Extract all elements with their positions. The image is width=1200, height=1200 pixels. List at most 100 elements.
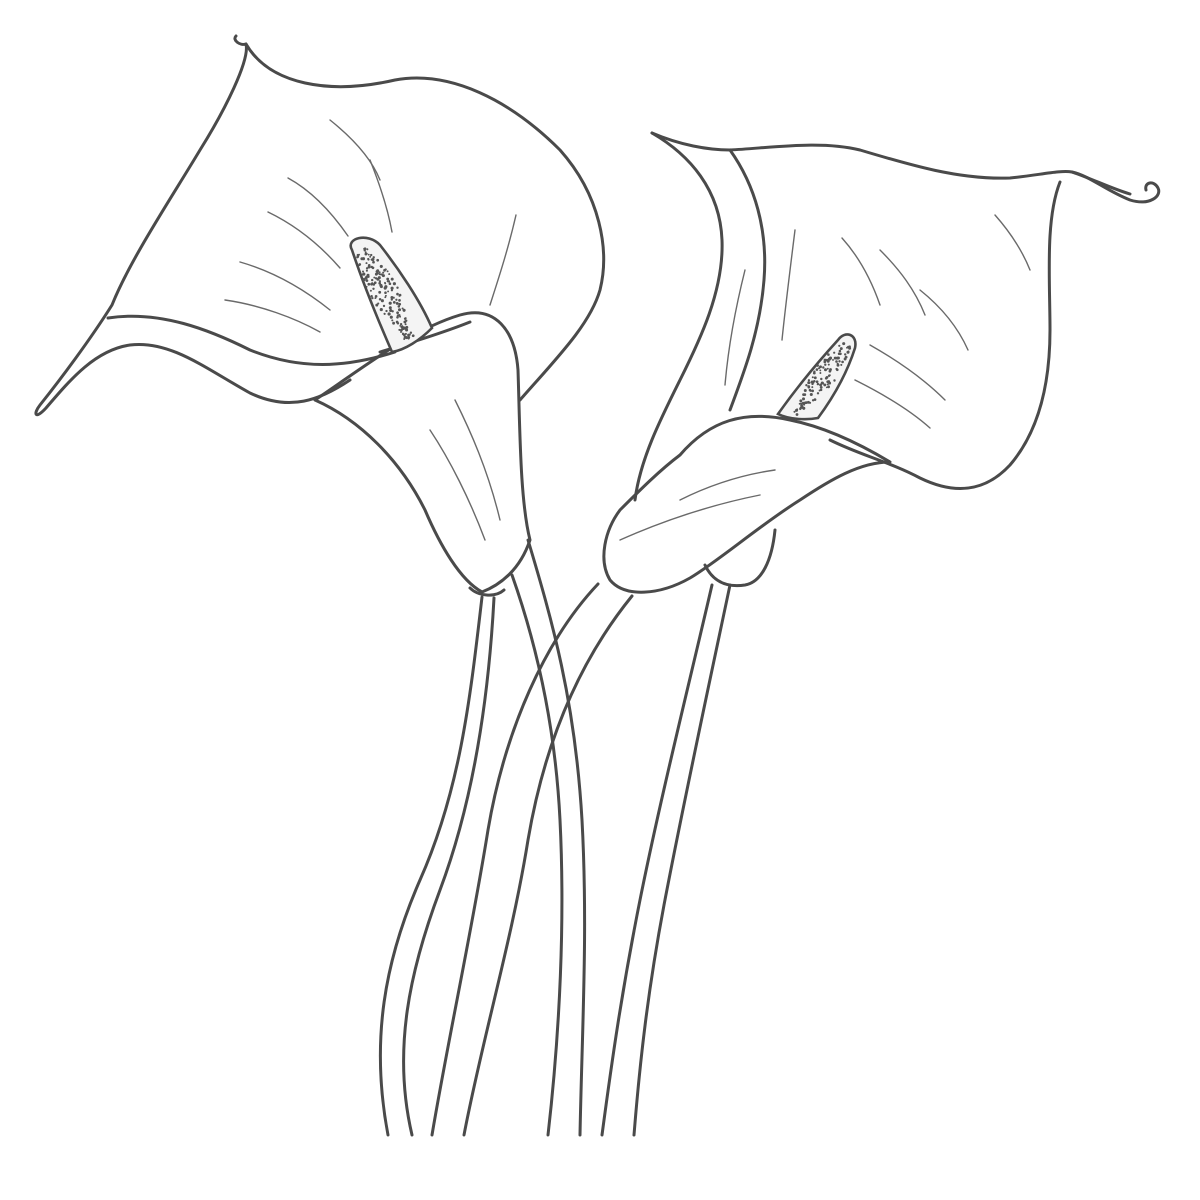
spadix-dot	[358, 263, 362, 266]
spadix-dot	[398, 299, 401, 302]
spadix-dot	[371, 257, 375, 262]
spadix-dot	[387, 290, 390, 293]
spadix-dot	[379, 308, 383, 312]
spadix-dot	[390, 298, 393, 301]
left-flower	[34, 34, 606, 597]
left-vein-4	[224, 299, 321, 333]
spadix-dot	[826, 359, 830, 363]
right-flower	[602, 131, 1161, 594]
spadix-dot	[395, 320, 399, 324]
spadix-dot	[821, 382, 825, 385]
spadix-dot	[811, 376, 814, 379]
spadix-dot	[390, 296, 394, 299]
spadix-dot	[805, 384, 808, 387]
right-vein-8	[724, 269, 746, 386]
right-vein-1	[841, 237, 881, 306]
right-cup-lower	[703, 528, 777, 588]
spadix-dot	[379, 264, 383, 268]
spadix-dot	[828, 381, 832, 385]
spadix-dot	[367, 253, 370, 256]
spadix-dot	[815, 380, 819, 384]
spadix-dot	[361, 270, 365, 273]
spadix-dot	[398, 293, 402, 297]
spadix-dot	[378, 273, 381, 276]
right-vein-6	[854, 379, 931, 429]
spadix-dot	[826, 383, 829, 386]
spadix-dot	[848, 345, 851, 348]
spadix-dot	[364, 276, 368, 280]
spadix-dot	[841, 360, 844, 364]
spadix-dot	[839, 352, 842, 356]
spadix-dot	[370, 253, 373, 257]
spadix-dot	[384, 281, 386, 284]
spadix-dot	[381, 274, 385, 278]
spadix-dot	[379, 283, 383, 287]
spadix-dot	[385, 309, 388, 313]
spadix-dot	[799, 407, 802, 411]
spadix-dot	[813, 379, 816, 383]
spadix-dot	[819, 383, 823, 387]
right-vein-3	[919, 289, 969, 351]
spadix-dot	[404, 317, 407, 320]
spadix-dot	[390, 286, 394, 290]
spadix-dot	[819, 369, 822, 372]
spadix-dot	[376, 258, 380, 262]
spadix-dot	[805, 401, 808, 404]
spadix-dot	[367, 257, 370, 261]
spadix-dot	[827, 363, 830, 366]
spadix-dot	[796, 408, 799, 411]
spadix-dot	[367, 282, 371, 286]
spadix-dot	[371, 278, 374, 282]
spadix-dot	[392, 321, 395, 325]
spadix-dot	[399, 325, 402, 327]
left-collar	[468, 586, 506, 597]
spadix-dot	[401, 325, 404, 328]
spadix-dot	[838, 360, 841, 363]
spadix-dot	[820, 377, 823, 381]
spadix-dot	[404, 332, 407, 335]
spadix-dot	[376, 269, 380, 273]
right-vein-5	[869, 344, 946, 401]
spadix-dot	[840, 363, 843, 366]
spadix-dot	[396, 316, 399, 319]
left-stem-outer	[378, 595, 484, 1137]
spadix-dot	[369, 255, 372, 258]
spadix-dot	[386, 280, 389, 283]
right-stem-outer	[430, 582, 600, 1137]
spadix-dot	[363, 249, 366, 252]
spadix-dot	[407, 337, 410, 340]
spadix-dot	[364, 251, 367, 254]
spadix-dot	[843, 357, 847, 361]
right-vein-9	[679, 469, 776, 501]
spadix-dot	[818, 389, 821, 392]
spadix-dot	[802, 403, 806, 406]
spadix-dot	[388, 301, 392, 305]
left-vein-3	[239, 261, 331, 311]
spadix-dot	[836, 363, 840, 367]
spadix-dot	[395, 301, 399, 305]
right-stem2-right	[632, 583, 732, 1137]
spadix-dot	[404, 319, 408, 322]
spadix-dot	[838, 344, 841, 347]
spadix-dot	[384, 268, 387, 271]
spadix-dot	[378, 280, 381, 283]
spadix-dot	[365, 269, 368, 272]
spadix-dot	[391, 319, 394, 322]
spadix-dot	[835, 360, 838, 363]
spadix-dot	[819, 365, 822, 369]
spadix-dot	[369, 289, 372, 292]
spadix-dot	[819, 372, 822, 374]
spadix-dot	[377, 276, 381, 280]
spadix-dot	[823, 358, 827, 362]
spadix-dot	[372, 287, 375, 290]
right-spadix-dots	[793, 342, 852, 416]
spadix-dot	[361, 257, 366, 261]
spadix-dot	[363, 247, 366, 251]
spadix-dot	[829, 368, 832, 371]
spadix-dot	[813, 370, 816, 373]
right-vein-4	[994, 214, 1031, 271]
spadix-dot	[366, 273, 370, 277]
spadix-dot	[801, 405, 804, 408]
spadix-dot	[824, 363, 827, 366]
